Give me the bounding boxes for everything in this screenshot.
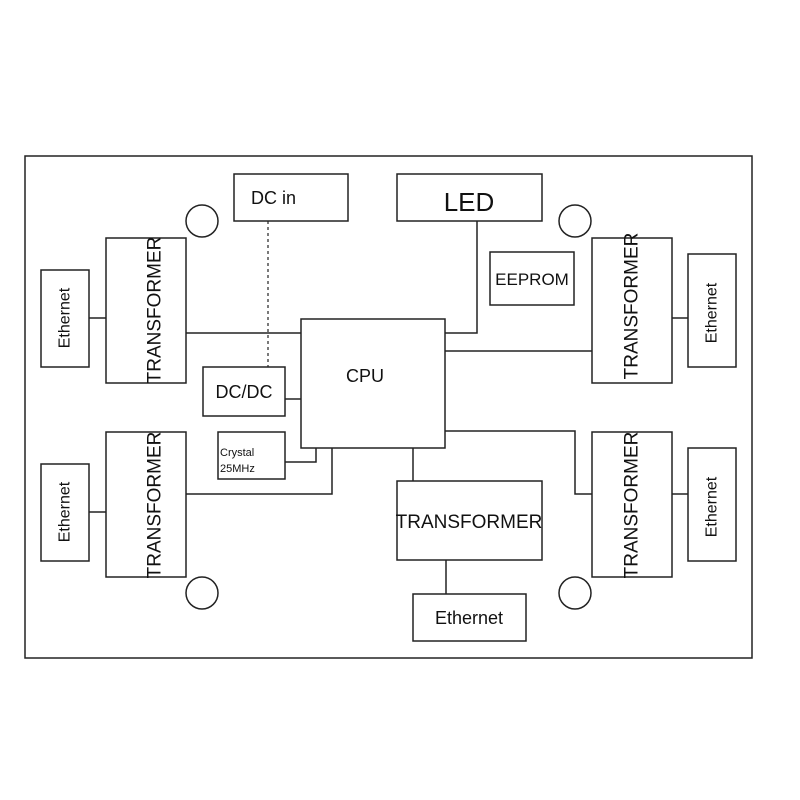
ethernet-label: Ethernet — [704, 476, 721, 537]
eeprom-block: EEPROM — [489, 251, 575, 306]
wire-cpu-led — [445, 221, 478, 334]
wire-cpu-transformer-bl — [186, 448, 333, 495]
eeprom-label: EEPROM — [495, 270, 569, 289]
ethernet-label: Ethernet — [57, 287, 74, 348]
ethernet-label: Ethernet — [704, 282, 721, 343]
transformer-label: TRANSFORMER — [396, 512, 543, 533]
dc-in-block: DC in — [233, 173, 349, 222]
transformer-top-left: TRANSFORMER — [105, 237, 187, 384]
crystal-frequency: 25MHz — [220, 463, 255, 475]
cpu-label: CPU — [346, 366, 384, 386]
mounting-hole-top-left — [185, 204, 219, 238]
crystal-label: Crystal — [220, 447, 254, 459]
transformer-bottom-center: TRANSFORMER — [396, 480, 543, 561]
ethernet-bottom-left: Ethernet — [40, 463, 90, 562]
mounting-hole-top-right — [558, 204, 592, 238]
led-label: LED — [444, 187, 495, 217]
transformer-bottom-left: TRANSFORMER — [105, 431, 187, 579]
ethernet-top-left: Ethernet — [40, 269, 90, 368]
dcdc-block: DC/DC — [202, 366, 286, 417]
led-block: LED — [396, 173, 543, 222]
cpu-block: CPU — [300, 318, 446, 449]
transformer-top-right: TRANSFORMER — [591, 233, 673, 384]
wire-crystal-cpu — [285, 448, 317, 463]
mounting-hole-bottom-right — [558, 576, 592, 610]
transformer-label: TRANSFORMER — [622, 432, 643, 579]
ethernet-label: Ethernet — [435, 608, 503, 628]
mounting-hole-bottom-left — [185, 576, 219, 610]
crystal-block: Crystal 25MHz — [217, 431, 286, 480]
transformer-label: TRANSFORMER — [622, 233, 643, 380]
dcdc-label: DC/DC — [216, 382, 273, 402]
wire-cpu-transformer-br — [445, 430, 592, 495]
ethernet-bottom-right: Ethernet — [687, 447, 737, 562]
ethernet-bottom-center: Ethernet — [412, 593, 527, 642]
transformer-label: TRANSFORMER — [145, 237, 166, 384]
ethernet-label: Ethernet — [57, 481, 74, 542]
transformer-label: TRANSFORMER — [145, 432, 166, 579]
connections — [89, 221, 688, 594]
dc-in-label: DC in — [251, 188, 296, 208]
ethernet-top-right: Ethernet — [687, 253, 737, 368]
transformer-bottom-right: TRANSFORMER — [591, 431, 673, 579]
